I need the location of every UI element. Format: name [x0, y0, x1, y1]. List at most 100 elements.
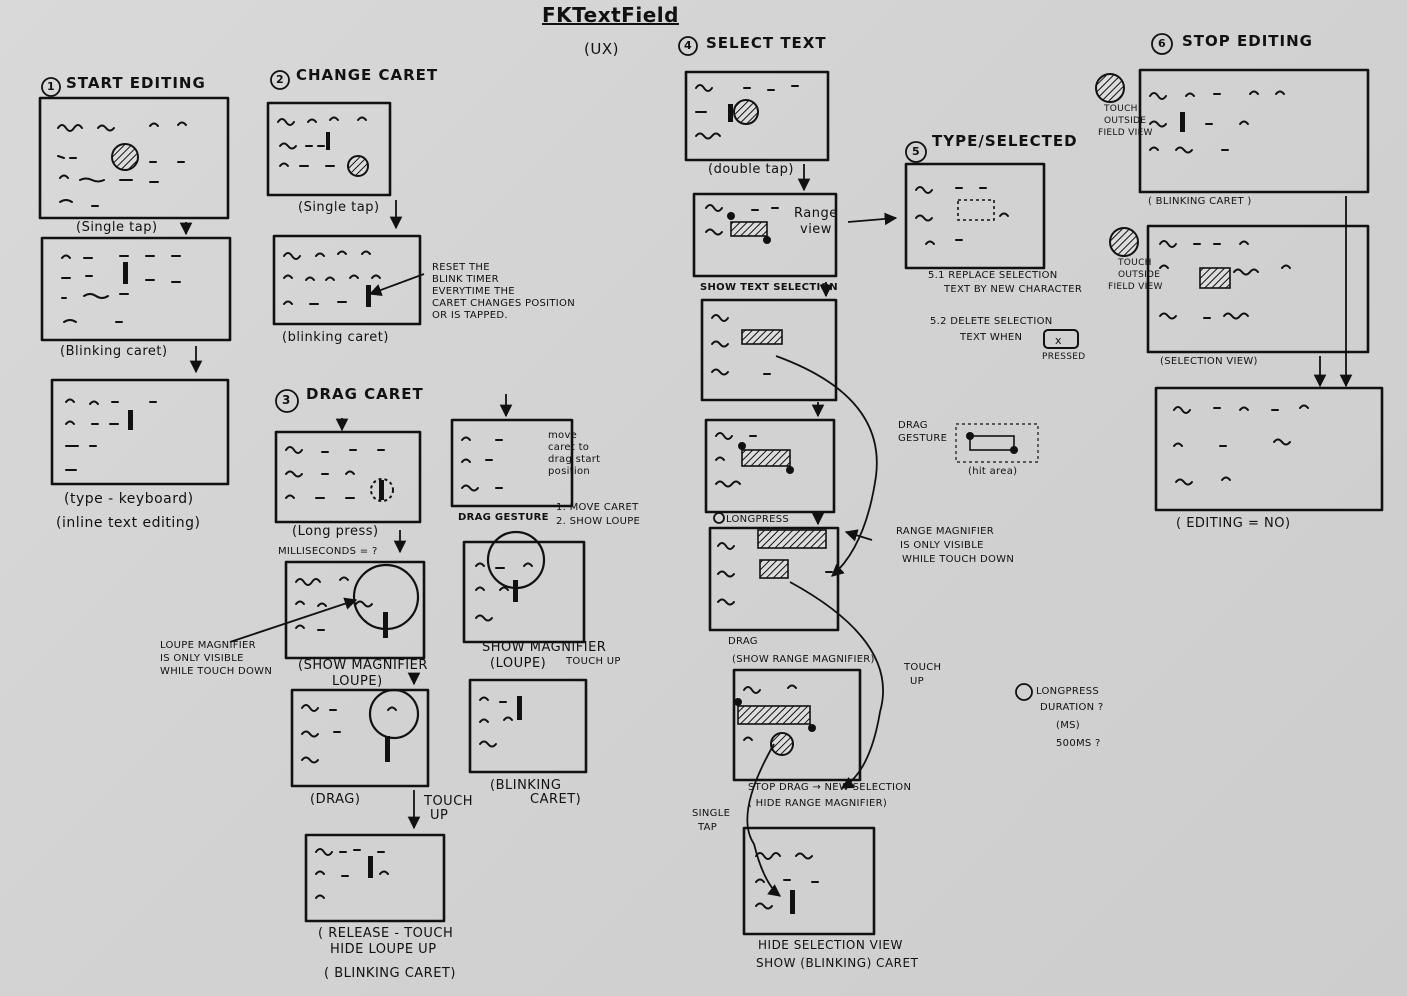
- label-range-view-1: Range: [794, 206, 838, 221]
- note-move-caret-2: caret to: [548, 442, 590, 453]
- section-2-number: 2: [276, 73, 285, 86]
- section-3-number: 3: [282, 393, 292, 407]
- caption-show-magnifier-loupe-2: (LOUPE): [490, 656, 547, 671]
- caption-single-tap-4a: SINGLE: [692, 808, 731, 819]
- note-replace-selection-2: TEXT BY NEW CHARACTER: [944, 284, 1083, 295]
- note-touch-outside-2a: TOUCH: [1118, 258, 1152, 268]
- label-range-view-2: view: [800, 222, 832, 237]
- wireframe-4g: [742, 826, 876, 936]
- label-longpress: LONGPRESS: [726, 514, 790, 525]
- note-reset-timer-1: RESET THE: [432, 262, 490, 273]
- wireframe-4a: [684, 70, 830, 162]
- caption-double-tap: (double tap): [708, 162, 794, 177]
- wireframe-4e: [708, 526, 840, 632]
- section-6-number: 6: [1158, 37, 1167, 50]
- wireframe-1c: [50, 378, 230, 486]
- wireframe-2a: [266, 101, 392, 197]
- step-move-caret: 1. MOVE CARET: [556, 502, 639, 513]
- label-drag-gesture-1: DRAG: [898, 420, 928, 431]
- note-touch-outside-1c: FIELD VIEW: [1098, 128, 1153, 138]
- caption-stop-drag-2: ( HIDE RANGE MAGNIFIER): [748, 798, 888, 809]
- label-drag-gesture-2: GESTURE: [898, 433, 948, 444]
- note-delete-selection-1: 5.2 DELETE SELECTION: [930, 316, 1053, 327]
- caption-drag-range: DRAG: [728, 636, 758, 647]
- caption-touch-up-4b: UP: [910, 676, 924, 687]
- caption-drag-3: (DRAG): [310, 792, 361, 807]
- section-4-number: 4: [684, 39, 693, 52]
- caption-blinking-caret-1: (Blinking caret): [60, 344, 168, 359]
- caption-selection-view: (SELECTION VIEW): [1160, 356, 1258, 367]
- caption-show-range-magnifier: (SHOW RANGE MAGNIFIER): [732, 654, 875, 665]
- caption-type-keyboard: (type - keyboard): [64, 491, 194, 507]
- wireframe-5: [904, 162, 1046, 270]
- caption-blinking-caret-3b: CARET): [530, 792, 582, 807]
- caption-touch-up-3b: UP: [430, 808, 449, 823]
- wireframe-3a: [274, 430, 422, 524]
- caption-long-press: (Long press): [292, 524, 379, 539]
- note-reset-timer-3: EVERYTIME THE: [432, 286, 515, 297]
- note-move-caret-3: drag start: [548, 454, 601, 465]
- wireframe-2b: [272, 234, 422, 326]
- note-reset-timer-2: BLINK TIMER: [432, 274, 499, 285]
- note-range-magnifier-2: IS ONLY VISIBLE: [900, 540, 984, 551]
- note-longpress-duration-2: DURATION ?: [1040, 702, 1104, 713]
- note-reset-timer-4: CARET CHANGES POSITION: [432, 298, 576, 309]
- section-5-label: TYPE/SELECTED: [932, 132, 1078, 150]
- note-touch-outside-1b: OUTSIDE: [1104, 116, 1147, 126]
- note-longpress-duration-1: LONGPRESS: [1036, 686, 1100, 697]
- caption-blinking-caret-2: (blinking caret): [282, 330, 389, 345]
- wireframe-1a: [38, 96, 230, 220]
- wireframe-4f: [732, 668, 862, 782]
- caption-show-magnifier-loupe-1: SHOW MAGNIFIER: [482, 640, 607, 655]
- section-number-circles: [41, 33, 1173, 701]
- svg-text:x: x: [1055, 334, 1062, 347]
- note-touch-outside-2c: FIELD VIEW: [1108, 282, 1163, 292]
- caption-stop-drag-1: STOP DRAG → NEW SELECTION: [748, 782, 912, 793]
- wireframe-3d: [462, 540, 586, 644]
- note-longpress-duration-4: 500MS ?: [1056, 738, 1101, 749]
- note-loupe-visible-1: LOUPE MAGNIFIER: [160, 640, 256, 651]
- caption-single-tap-4b: TAP: [698, 822, 718, 833]
- caption-inline-editing: (inline text editing): [56, 515, 201, 531]
- caption-editing-no: ( EDITING = NO): [1176, 516, 1291, 531]
- note-loupe-visible-2: IS ONLY VISIBLE: [160, 653, 244, 664]
- wireframe-4c: [700, 298, 838, 402]
- caption-single-tap-1: (Single tap): [76, 220, 158, 235]
- section-4-label: SELECT TEXT: [706, 34, 827, 52]
- caption-blinking-caret-6: ( BLINKING CARET ): [1148, 196, 1252, 207]
- wireframe-3c: [284, 560, 426, 660]
- section-5-number: 5: [912, 145, 921, 158]
- caption-hit-area: (hit area): [968, 466, 1018, 477]
- wireframe-3b: [450, 418, 574, 508]
- caption-milliseconds: MILLISECONDS = ?: [278, 546, 378, 557]
- note-touch-outside-1a: TOUCH: [1104, 104, 1138, 114]
- wireframe-6a: [1138, 68, 1370, 194]
- step-show-loupe: 2. SHOW LOUPE: [556, 516, 641, 527]
- caption-hide-selection-2: SHOW (BLINKING) CARET: [756, 956, 919, 970]
- caption-release-touch-1: ( RELEASE - TOUCH: [318, 926, 454, 941]
- section-1-number: 1: [47, 80, 56, 93]
- note-range-magnifier-3: WHILE TOUCH DOWN: [902, 554, 1015, 565]
- wireframe-6b: [1146, 224, 1370, 354]
- wireframe-3g: [304, 833, 446, 923]
- wireframe-4b: [692, 192, 838, 278]
- caption-show-text-selection: SHOW TEXT SELECTION: [700, 282, 838, 293]
- caption-release-touch-2: HIDE LOUPE UP: [330, 942, 437, 957]
- page-subtitle: (UX): [584, 40, 619, 58]
- caption-blinking-caret-3a: (BLINKING: [490, 778, 562, 793]
- note-reset-timer-5: OR IS TAPPED.: [432, 310, 508, 321]
- caption-touch-up-small: TOUCH UP: [566, 656, 621, 667]
- note-loupe-visible-3: WHILE TOUCH DOWN: [160, 666, 273, 677]
- wireframe-3e: [290, 688, 430, 788]
- wireframe-3f: [468, 678, 588, 774]
- note-move-caret-4: position: [548, 466, 591, 477]
- carets-and-touches: x: [111, 73, 1231, 914]
- note-replace-selection-1: 5.1 REPLACE SELECTION: [928, 270, 1058, 281]
- caption-touch-up-4a: TOUCH: [904, 662, 942, 673]
- note-longpress-duration-3: (MS): [1056, 720, 1080, 731]
- caption-drag-gesture-3: DRAG GESTURE: [458, 512, 549, 523]
- wireframe-6c: [1154, 386, 1384, 512]
- wireframe-1b: [40, 236, 232, 342]
- section-6-label: STOP EDITING: [1182, 32, 1313, 50]
